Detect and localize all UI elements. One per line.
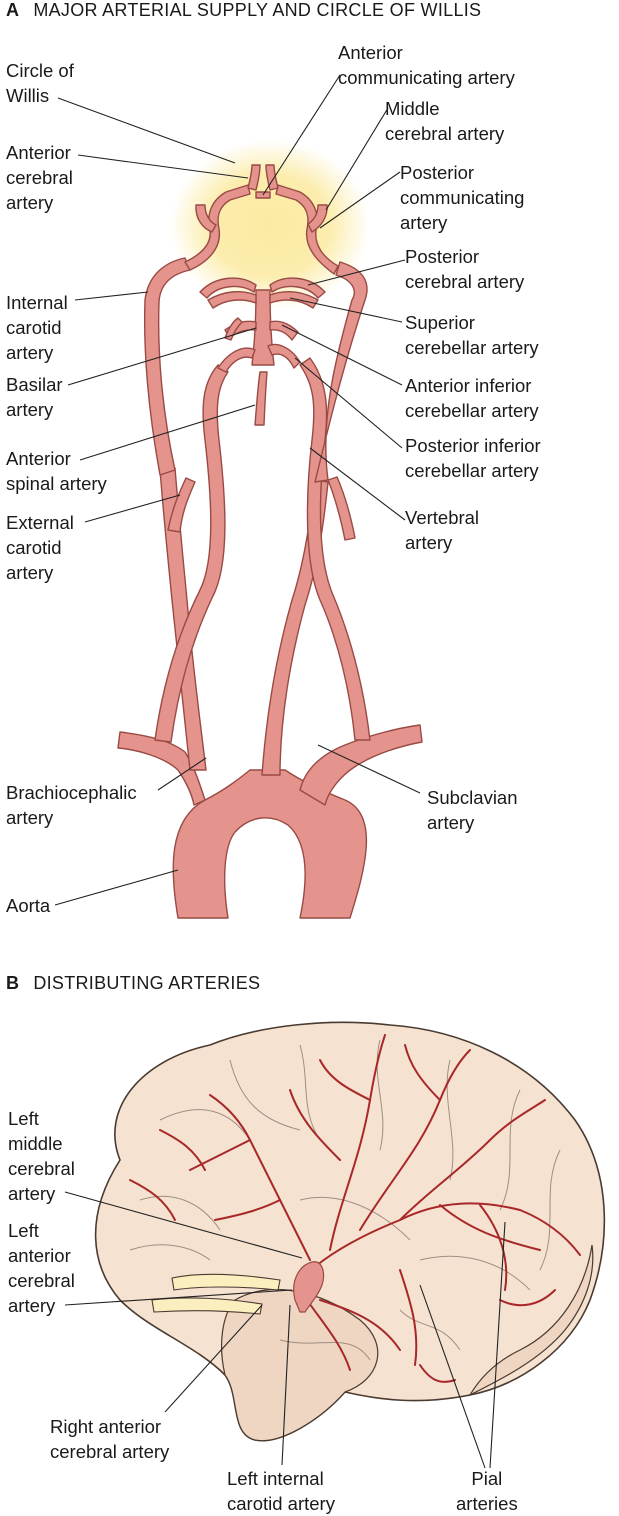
label-left-middle-cerebral-artery: Left middle cerebral artery xyxy=(8,1108,75,1204)
left-external-carotid xyxy=(327,476,356,541)
panel-b-heading: DISTRIBUTING ARTERIES xyxy=(33,973,261,993)
leader-external-carotid xyxy=(84,494,181,523)
pica-left xyxy=(267,343,301,369)
leader-anterior-spinal xyxy=(79,404,256,461)
label-middle-cerebral-artery: Middle cerebral artery xyxy=(385,98,505,144)
leader-vertebral xyxy=(309,447,406,521)
panel-b-title: B DISTRIBUTING ARTERIES xyxy=(6,973,260,994)
leader-pial-2 xyxy=(489,1221,506,1469)
left-vertebral-artery xyxy=(299,357,371,741)
distributing-arteries-diagram xyxy=(64,1021,606,1469)
label-external-carotid-artery: External carotid artery xyxy=(6,512,74,583)
label-left-internal-carotid-artery: Left internal carotid artery xyxy=(227,1468,335,1514)
superior-cerebellar-right xyxy=(207,291,257,309)
leader-pial-1 xyxy=(419,1284,486,1469)
label-anterior-inferior-cerebellar-artery: Anterior inferior cerebellar artery xyxy=(405,375,539,421)
leader-left-anterior-cerebral xyxy=(64,1289,293,1306)
label-right-anterior-cerebral-artery: Right anterior cerebral artery xyxy=(50,1416,170,1462)
label-vertebral-artery: Vertebral artery xyxy=(405,507,480,553)
leader-circle-of-willis xyxy=(57,97,236,164)
leader-anterior-cerebral xyxy=(77,154,249,179)
middle-cerebral-right xyxy=(195,204,217,233)
leader-posterior-inferior-cerebellar xyxy=(294,357,403,449)
left-internal-carotid-vessel xyxy=(293,1261,325,1313)
leader-aorta xyxy=(54,869,179,906)
olfactory-tract-2 xyxy=(151,1297,263,1315)
label-anterior-cerebral-artery: Anterior cerebral artery xyxy=(6,142,73,213)
leader-basilar xyxy=(67,327,257,386)
circle-of-willis-right xyxy=(184,184,251,271)
anterior-cerebral-left xyxy=(265,164,279,191)
label-left-anterior-cerebral-artery: Left anterior cerebral artery xyxy=(8,1220,75,1316)
leader-brachiocephalic xyxy=(157,757,207,791)
leader-left-internal-carotid xyxy=(281,1304,291,1466)
superior-cerebellar-left xyxy=(269,291,319,309)
aica-left xyxy=(269,320,299,341)
label-posterior-communicating-artery: Posterior communicating artery xyxy=(400,162,525,233)
right-external-carotid xyxy=(167,477,196,533)
label-internal-carotid-artery: Internal carotid artery xyxy=(6,292,68,363)
label-anterior-spinal-artery: Anterior spinal artery xyxy=(6,448,107,494)
label-posterior-cerebral-artery: Posterior cerebral artery xyxy=(405,246,525,292)
leader-right-anterior-cerebral xyxy=(164,1304,263,1413)
panel-a-letter: A xyxy=(6,0,20,20)
subclavian-artery xyxy=(299,724,423,806)
leader-internal-carotid xyxy=(74,291,149,301)
leader-middle-cerebral xyxy=(325,107,389,211)
leader-anterior-inferior-cerebellar xyxy=(281,324,403,386)
occipital-lobe xyxy=(468,1244,594,1397)
posterior-cerebral-right xyxy=(199,277,257,299)
label-aorta: Aorta xyxy=(6,895,51,916)
leader-subclavian xyxy=(317,744,421,794)
panel-a-title: A MAJOR ARTERIAL SUPPLY AND CIRCLE OF WIL… xyxy=(6,0,481,21)
middle-cerebral-left xyxy=(307,204,328,233)
arterial-supply-diagram xyxy=(54,74,423,919)
leader-superior-cerebellar xyxy=(289,297,403,323)
label-superior-cerebellar-artery: Superior cerebellar artery xyxy=(405,312,539,358)
panel-a-heading: MAJOR ARTERIAL SUPPLY AND CIRCLE OF WILL… xyxy=(33,0,482,20)
label-circle-of-willis: Circle of Willis xyxy=(6,60,74,106)
panel-b-letter: B xyxy=(6,973,20,993)
anterior-spinal-artery xyxy=(254,371,268,426)
posterior-cerebral-left xyxy=(269,277,326,299)
pica-right xyxy=(217,347,256,373)
label-posterior-inferior-cerebellar-artery: Posterior inferior cerebellar artery xyxy=(405,435,541,481)
leader-left-middle-cerebral xyxy=(64,1191,303,1259)
leader-anterior-communicating xyxy=(262,74,341,196)
pca-branch-right xyxy=(224,317,243,341)
label-brachiocephalic-artery: Brachiocephalic artery xyxy=(6,782,137,828)
olfactory-tract-1 xyxy=(171,1273,281,1291)
label-anterior-communicating-artery: Anterior communicating artery xyxy=(338,42,515,88)
left-internal-carotid xyxy=(314,261,368,483)
circle-of-willis-glow xyxy=(170,140,370,310)
leader-posterior-communicating xyxy=(319,171,401,229)
label-pial-arteries: Pial arteries xyxy=(456,1468,518,1514)
right-vertebral-artery xyxy=(154,364,229,743)
label-basilar-artery: Basilar artery xyxy=(6,374,63,420)
label-subclavian-artery: Subclavian artery xyxy=(427,787,518,833)
circle-of-willis-left xyxy=(275,184,339,275)
anterior-cerebral-right xyxy=(247,164,261,191)
leader-posterior-cerebral xyxy=(307,259,406,286)
